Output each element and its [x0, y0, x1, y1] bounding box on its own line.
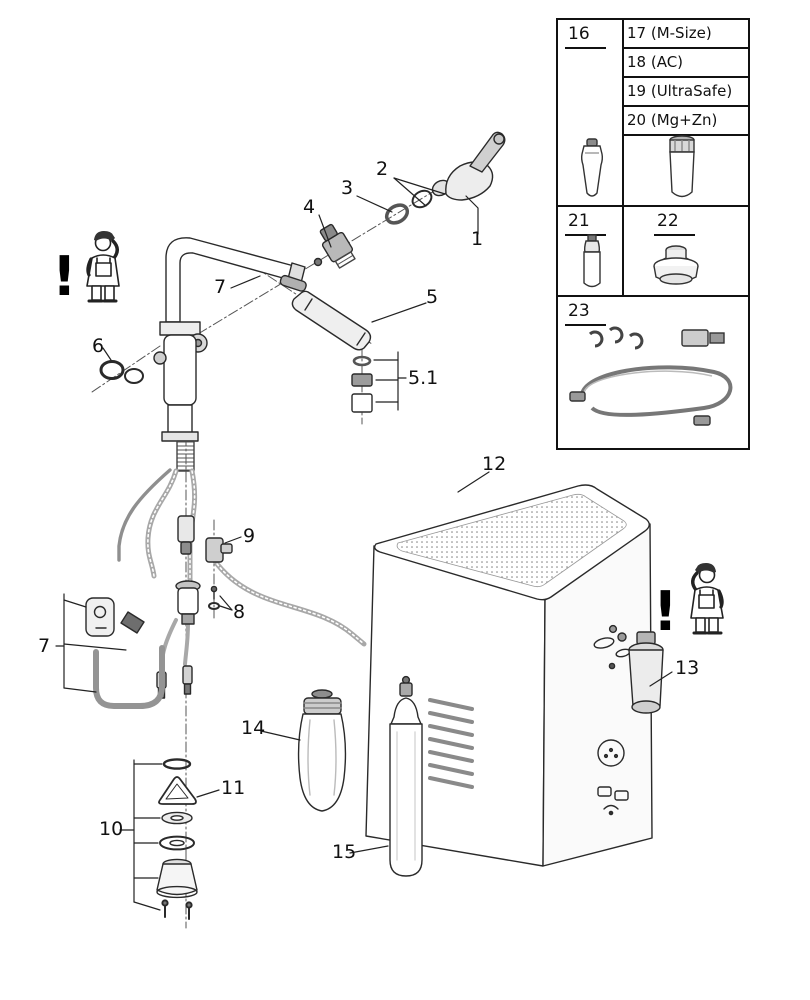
installer-figure-left: [85, 229, 121, 303]
callout-1: 1: [471, 228, 484, 250]
hose-part-5: [291, 290, 373, 413]
callout-14: 14: [241, 717, 266, 739]
callout-5-1: 5.1: [408, 367, 439, 389]
callout-12: 12: [482, 453, 507, 475]
mounting-parts-7: [85, 597, 165, 709]
legend-label-20: 20 (Mg+Zn): [624, 107, 748, 136]
callout-7-spout: 7: [214, 276, 227, 298]
callout-leader-lines: [55, 177, 673, 911]
legend-label-18: 18 (AC): [624, 49, 748, 78]
callout-9: 9: [243, 525, 256, 547]
callout-11: 11: [221, 777, 246, 799]
callout-7-bracket: 7: [38, 635, 51, 657]
legend-label-21: 21: [565, 211, 606, 236]
callout-2: 2: [376, 158, 389, 180]
legend-label-22: 22: [654, 211, 695, 236]
hose-kit-icon: [564, 324, 742, 446]
filter-cartridge: [297, 689, 347, 812]
warning-exclamation-left: !: [52, 245, 77, 308]
vent-slats: [428, 698, 474, 789]
legend-label-19: 19 (UltraSafe): [624, 78, 748, 107]
legend-filter-variants: 17 (M-Size) 18 (AC) 19 (UltraSafe) 20 (M…: [624, 20, 748, 136]
legend-label-17: 17 (M-Size): [624, 20, 748, 49]
mounting-stack-10: [156, 758, 198, 920]
callout-13: 13: [675, 657, 700, 679]
callout-15: 15: [332, 841, 357, 863]
legend-label-16: 16: [565, 24, 606, 49]
legend-divider-vertical: [622, 20, 624, 297]
handle-exploded-parts: [313, 131, 506, 269]
faucet: [153, 237, 307, 472]
legend-divider-h2: [558, 295, 748, 297]
callout-4: 4: [303, 196, 316, 218]
cleaning-cartridge-icon: [566, 138, 618, 206]
legend-divider-h1: [558, 205, 748, 207]
callout-6: 6: [92, 335, 105, 357]
callout-10: 10: [99, 818, 124, 840]
co2-bottle: [389, 675, 423, 877]
connectors: [156, 515, 233, 699]
adapter-icon: [646, 242, 706, 296]
warning-exclamation-right: !: [653, 580, 678, 643]
cooler-unit: [365, 484, 664, 867]
callout-8: 8: [233, 601, 246, 623]
installer-figure-right: [689, 561, 725, 635]
callout-5: 5: [426, 286, 439, 308]
filter-head: [608, 624, 664, 714]
callout-3: 3: [341, 177, 354, 199]
parts-legend: 16 17 (M-Size) 18 (AC) 19 (UltraSafe) 20…: [556, 18, 750, 450]
o-rings-6: [99, 360, 144, 384]
co2-cartridge-icon: [572, 234, 612, 296]
filter-cartridge-icon: [656, 134, 708, 208]
legend-label-23: 23: [565, 301, 606, 326]
supply-hoses: [117, 468, 367, 672]
